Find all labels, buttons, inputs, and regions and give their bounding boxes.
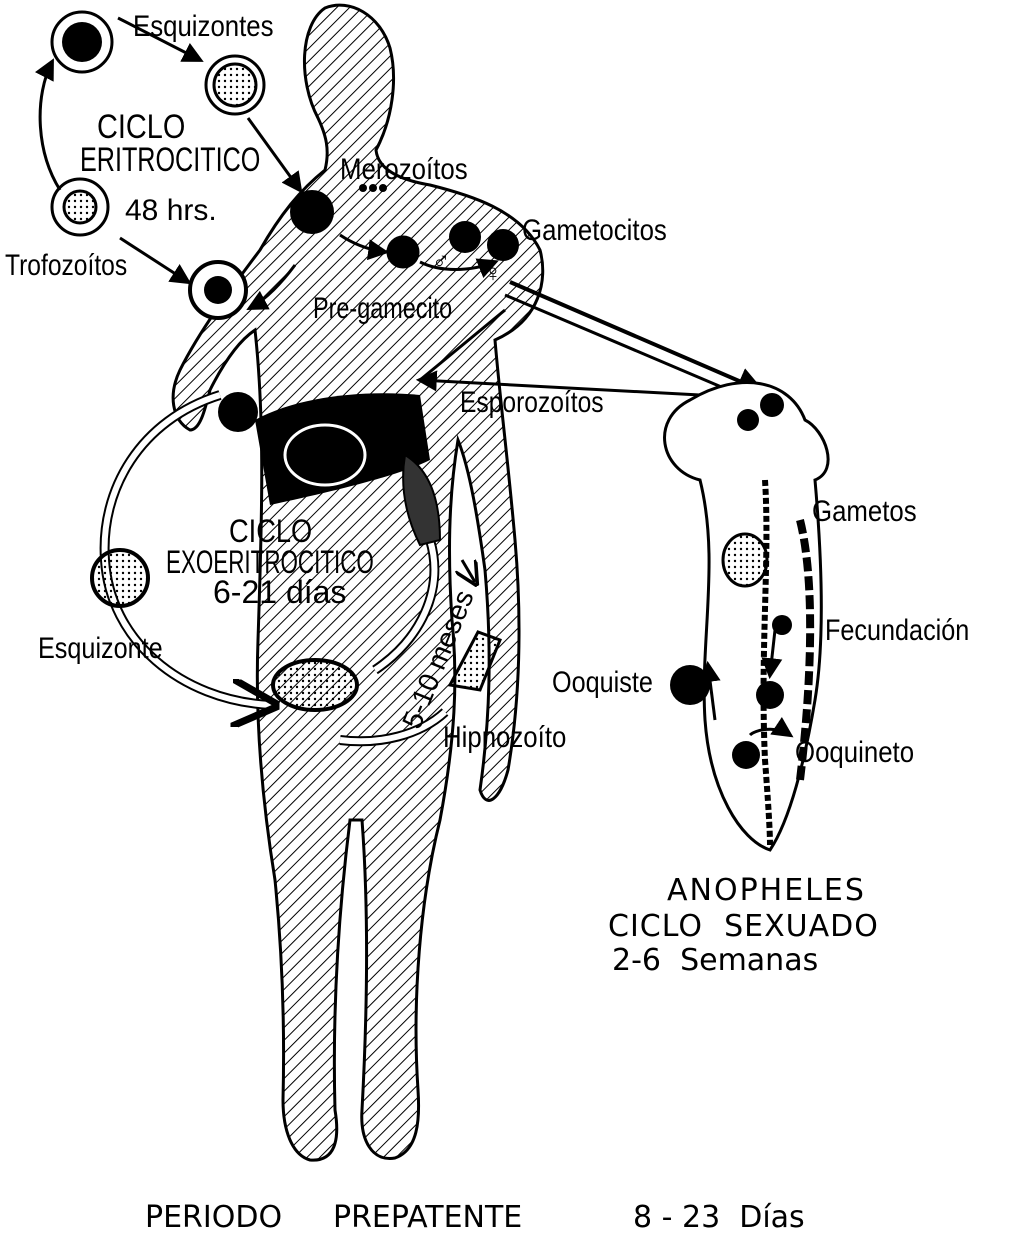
- male-symbol: ♂: [432, 250, 450, 274]
- footer-8-23-dias: 8 - 23 Días: [633, 1203, 805, 1233]
- label-gametocitos: Gametocitos: [522, 216, 667, 246]
- label-ciclo-eritrocitico-line2: ERITROCITICO: [80, 143, 260, 177]
- footer-periodo: PERIODO: [145, 1203, 282, 1233]
- label-6-21-dias: 6-21 días: [213, 576, 346, 608]
- label-esporozoitos: Esporozoítos: [460, 388, 604, 418]
- mosquito-gut-illustration: [665, 383, 829, 850]
- footer-prepatente: PREPATENTE: [333, 1203, 522, 1233]
- label-2-6-semanas: 2-6 Semanas: [612, 946, 818, 976]
- label-esquizonte: Esquizonte: [38, 634, 163, 664]
- label-ciclo-sexuado: CICLO SEXUADO: [608, 912, 879, 942]
- label-ciclo-eritrocitico-line1: CICLO: [97, 110, 185, 144]
- label-fecundacion: Fecundación: [825, 616, 969, 646]
- label-anopheles: ANOPHELES: [667, 876, 866, 906]
- label-trofozoitos: Trofozoítos: [5, 251, 127, 281]
- label-esquizontes: Esquizontes: [133, 12, 274, 42]
- label-48-hrs: 48 hrs.: [125, 196, 217, 226]
- label-pre-gamecito: Pre-gamecito: [313, 294, 452, 324]
- label-hipnozoito: Hipnozoíto: [443, 723, 566, 753]
- label-ooquineto: Ooquineto: [795, 738, 914, 768]
- label-gametos: Gametos: [812, 497, 917, 527]
- label-ciclo-exoeritrocitico-line1: CICLO: [229, 515, 312, 547]
- label-merozoitos: Merozoítos: [340, 155, 468, 185]
- female-symbol: ♀: [484, 262, 502, 286]
- label-ooquiste: Ooquiste: [552, 668, 653, 698]
